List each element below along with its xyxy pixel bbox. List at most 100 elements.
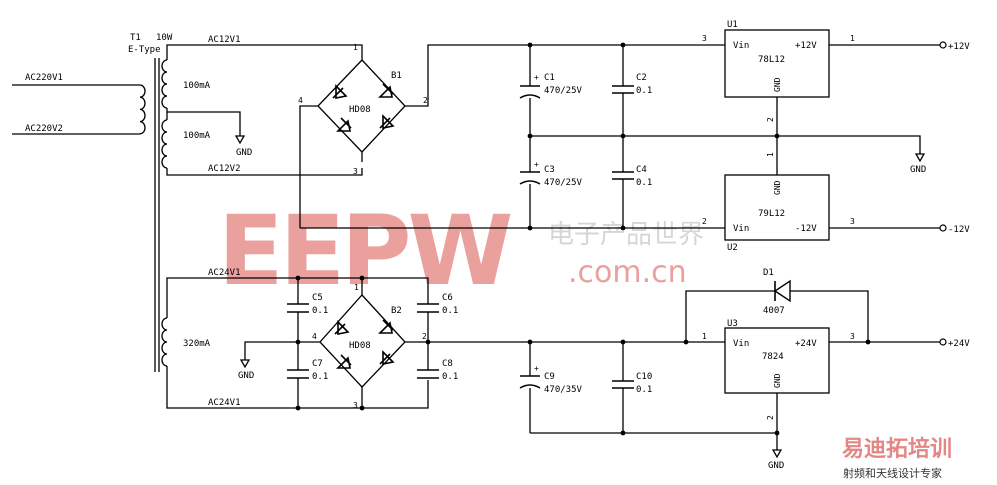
- svg-text:79L12: 79L12: [758, 209, 785, 219]
- svg-text:0.1: 0.1: [636, 385, 652, 395]
- svg-text:470/25V: 470/25V: [544, 178, 583, 188]
- output-n12: -12V: [948, 225, 970, 235]
- secondary-current-3: 320mA: [183, 339, 211, 349]
- cap-c10: C10 0.1: [612, 372, 652, 395]
- svg-text:1: 1: [850, 34, 855, 43]
- output-p12: +12V: [948, 42, 970, 52]
- output-p24: +24V: [948, 339, 970, 349]
- svg-text:C4: C4: [636, 165, 647, 175]
- secondary-current-1: 100mA: [183, 81, 211, 91]
- transformer-ref: T1: [130, 33, 141, 43]
- svg-text:+: +: [534, 364, 539, 373]
- secondary-current-2: 100mA: [183, 131, 211, 141]
- svg-text:C6: C6: [442, 293, 453, 303]
- svg-text:2: 2: [702, 217, 707, 226]
- watermark-domain: .com.cn: [568, 255, 687, 290]
- b1-pin2: 2: [423, 96, 428, 105]
- svg-text:C10: C10: [636, 372, 652, 382]
- b2-pin1: 1: [354, 283, 359, 292]
- net-ac12v1: AC12V1: [208, 35, 241, 45]
- svg-text:0.1: 0.1: [636, 178, 652, 188]
- bridge-b1: B1 HD08 1 2 3 4: [298, 43, 428, 176]
- svg-text:2: 2: [766, 415, 775, 420]
- corner-brand-sub: 射频和天线设计专家: [843, 466, 942, 480]
- svg-text:1: 1: [766, 152, 775, 157]
- gnd-symbol-2: GND: [238, 359, 254, 381]
- svg-text:C2: C2: [636, 73, 647, 83]
- svg-text:Vin: Vin: [733, 339, 749, 349]
- svg-text:D1: D1: [763, 268, 774, 278]
- cap-c9: + C9 470/35V: [519, 364, 583, 395]
- bridge-b2: B2 HD08 1 2 3 4: [312, 283, 427, 410]
- svg-text:1: 1: [702, 332, 707, 341]
- cap-c4: C4 0.1: [612, 165, 652, 188]
- svg-text:0.1: 0.1: [442, 306, 458, 316]
- gnd-label-3: GND: [768, 461, 784, 471]
- b2-pin3: 3: [353, 401, 358, 410]
- corner-brand-main: 易迪拓培训: [842, 436, 952, 462]
- watermark-cn: 电子产品世界: [548, 220, 704, 250]
- svg-text:C3: C3: [544, 165, 555, 175]
- svg-text:U2: U2: [727, 243, 738, 253]
- b2-part: HD08: [349, 341, 371, 351]
- cap-c3: + C3 470/25V: [519, 160, 583, 188]
- svg-text:GND: GND: [773, 373, 782, 388]
- diode-d1: D1 4007: [763, 268, 791, 316]
- regulator-u1: U1 Vin +12V 78L12 GND 3 1 2: [702, 20, 855, 122]
- gnd-symbol-1: GND: [234, 135, 252, 158]
- svg-text:C7: C7: [312, 359, 323, 369]
- output-terminal-24v: +24V GND: [768, 338, 970, 471]
- b1-pin3: 3: [353, 167, 358, 176]
- primary-label-2: AC220V2: [25, 124, 63, 134]
- net-ac24v1-top: AC24V1: [208, 268, 241, 278]
- svg-text:+: +: [534, 160, 539, 169]
- svg-text:+24V: +24V: [795, 339, 817, 349]
- svg-text:U1: U1: [727, 20, 738, 30]
- svg-text:C1: C1: [544, 73, 555, 83]
- svg-text:0.1: 0.1: [636, 86, 652, 96]
- b1-part: HD08: [349, 105, 371, 115]
- svg-text:3: 3: [850, 332, 855, 341]
- svg-text:78L12: 78L12: [758, 55, 785, 65]
- svg-text:3: 3: [702, 34, 707, 43]
- b2-pin2: 2: [422, 332, 427, 341]
- svg-text:U3: U3: [727, 319, 738, 329]
- wiring-12v: AC12V1 AC12V2: [166, 35, 940, 231]
- output-terminals-12v: +12V -12V GND: [910, 41, 970, 235]
- gnd-label-out: GND: [910, 165, 926, 175]
- svg-text:0.1: 0.1: [312, 306, 328, 316]
- transformer-t1: T1 10W E-Type AC220V1 AC220V2 100mA 100m…: [12, 33, 211, 372]
- svg-text:470/35V: 470/35V: [544, 385, 583, 395]
- svg-text:7824: 7824: [762, 352, 784, 362]
- svg-text:0.1: 0.1: [442, 372, 458, 382]
- svg-text:0.1: 0.1: [312, 372, 328, 382]
- svg-text:+: +: [534, 73, 539, 82]
- cap-c6: C6 0.1: [417, 293, 458, 316]
- cap-c7: C7 0.1: [287, 359, 328, 382]
- svg-text:-12V: -12V: [795, 224, 817, 234]
- b1-ref: B1: [391, 71, 402, 81]
- b2-pin4: 4: [312, 332, 317, 341]
- b1-pin1: 1: [353, 43, 358, 52]
- svg-text:GND: GND: [773, 77, 782, 92]
- transformer-power: 10W: [156, 33, 173, 43]
- gnd-label-2: GND: [238, 371, 254, 381]
- wiring-24v: AC24V1 AC24V1: [166, 268, 940, 450]
- svg-text:Vin: Vin: [733, 224, 749, 234]
- svg-text:C8: C8: [442, 359, 453, 369]
- regulator-u3: U3 Vin +24V 7824 GND 1 3 2: [702, 319, 855, 420]
- b1-pin4: 4: [298, 96, 303, 105]
- net-ac12v2: AC12V2: [208, 164, 241, 174]
- svg-text:+12V: +12V: [795, 41, 817, 51]
- svg-text:GND: GND: [773, 180, 782, 195]
- transformer-type: E-Type: [128, 45, 161, 55]
- corner-brand: 易迪拓培训 射频和天线设计专家: [842, 436, 952, 480]
- primary-label-1: AC220V1: [25, 73, 63, 83]
- cap-c8: C8 0.1: [417, 359, 458, 382]
- svg-text:2: 2: [766, 117, 775, 122]
- cap-c1: + C1 470/25V: [519, 73, 583, 99]
- svg-text:C9: C9: [544, 372, 555, 382]
- svg-text:Vin: Vin: [733, 41, 749, 51]
- svg-text:C5: C5: [312, 293, 323, 303]
